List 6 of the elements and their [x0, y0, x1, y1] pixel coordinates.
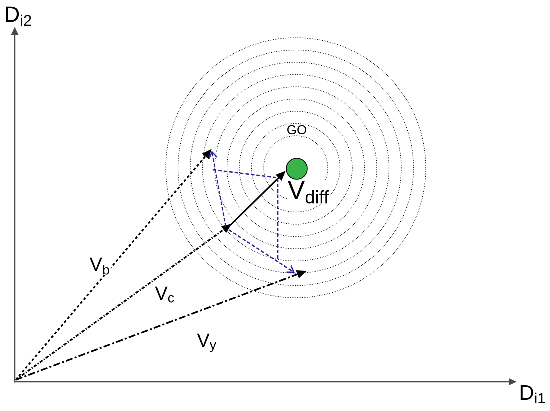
vector-label: V$_{y}$	[197, 334, 216, 352]
axis-label: D$_{i1}$	[520, 386, 546, 404]
vector-label: V$_{c}$	[155, 286, 174, 303]
axis-label: D$_{i2}$	[6, 6, 32, 26]
goal-label: GO	[286, 124, 308, 136]
vector-label: V$_{b}$	[89, 257, 111, 276]
